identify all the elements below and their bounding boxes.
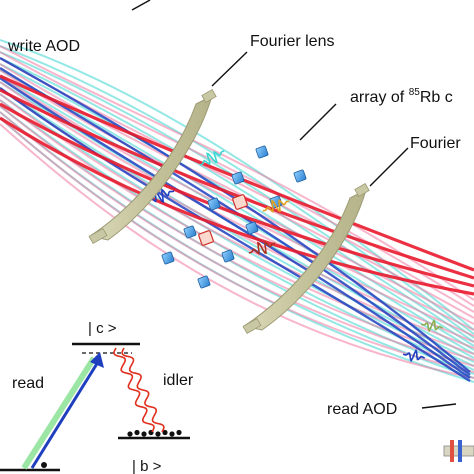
write-beam [0, 88, 474, 280]
atom-cell [221, 249, 235, 263]
read-aod-leader [421, 403, 457, 409]
leader-lines [131, 0, 457, 409]
write-beam [0, 116, 474, 296]
atom-cell [255, 145, 269, 159]
atom-cell-body [183, 225, 197, 239]
array-label-suffix: Rb c [420, 89, 453, 106]
fourier-lens-2-leader [369, 147, 409, 187]
write-beam-bundle [0, 74, 474, 296]
idler-photon-packet [262, 198, 290, 213]
stokes-photon-packet [199, 150, 225, 166]
fourier-lens-2-label: Fourier [410, 135, 461, 152]
atom-cell-body [221, 249, 235, 263]
pink-beam [0, 63, 474, 319]
level-b-atom [134, 429, 140, 436]
level-b-label: | b > [132, 458, 162, 474]
atom-cell-body [207, 197, 221, 211]
fourier-lens-right [242, 182, 370, 335]
level-b-atom [127, 431, 133, 437]
pink-beam-bundle [0, 45, 474, 379]
read-label: read [12, 375, 44, 392]
level-b-atom [155, 431, 161, 437]
cyan-beam [0, 57, 474, 343]
write-beam [0, 74, 474, 272]
pink-beam [0, 69, 474, 325]
read-beam [0, 87, 471, 383]
idler-wave-2 [121, 347, 165, 433]
array-label-prefix: array of [350, 89, 409, 106]
idler-photon-packet [248, 240, 276, 255]
top-leader [131, 0, 151, 11]
energy-level-diagram: | c > | b > read idler [0, 320, 194, 474]
read-aod-device [443, 440, 474, 462]
pink-beam [0, 117, 474, 373]
excited-atom-cell [198, 230, 214, 246]
level-b-population [127, 429, 182, 437]
atom-cell-body [245, 221, 259, 235]
atom-cell [293, 169, 307, 183]
pink-beam [0, 111, 474, 367]
read-photon-packet [402, 348, 426, 363]
pink-beam [0, 45, 474, 301]
pink-beam [0, 93, 474, 349]
fourier-lens-left [88, 88, 217, 245]
atom-cell [207, 197, 221, 211]
atom-cell-array [161, 145, 307, 289]
atom-cell-body [255, 145, 269, 159]
fourier-lens-label: Fourier lens [250, 33, 334, 50]
atom-cell [231, 171, 245, 185]
level-c-label: | c > [88, 320, 117, 337]
excited-atom-cell [232, 194, 248, 210]
level-b-atom [176, 429, 182, 436]
read-arrow-head [90, 352, 104, 368]
atom-cell [245, 221, 259, 235]
atom-cell [197, 275, 211, 289]
write-beam [0, 102, 474, 288]
array-label-superscript: 85 [409, 87, 421, 98]
pink-beam [0, 99, 474, 355]
level-b-atom [162, 429, 168, 436]
read-beam [0, 77, 471, 379]
atom-cell-body [197, 275, 211, 289]
level-a-atom [41, 462, 47, 468]
atom-cell [161, 251, 175, 265]
atom-cell-body [161, 251, 175, 265]
atom-cell-body [293, 169, 307, 183]
level-b-atom [169, 431, 175, 437]
fourier-lens-leader [211, 51, 248, 87]
pink-beam [0, 123, 474, 379]
array-leader [299, 103, 337, 141]
idler-wave-1 [113, 347, 155, 433]
atom-cell-body [231, 171, 245, 185]
cyan-beam [0, 51, 474, 339]
stokes-photon-packet [420, 318, 444, 333]
atom-cell [183, 225, 197, 239]
read-arrow-halo [21, 356, 97, 470]
read-aod-label: read AOD [327, 401, 397, 418]
level-b-atom [141, 431, 147, 437]
write-aod-label: write AOD [7, 38, 80, 55]
array-label: array of 85Rb c [350, 87, 453, 106]
idler-label: idler [163, 372, 194, 389]
read-arrow [30, 361, 100, 469]
